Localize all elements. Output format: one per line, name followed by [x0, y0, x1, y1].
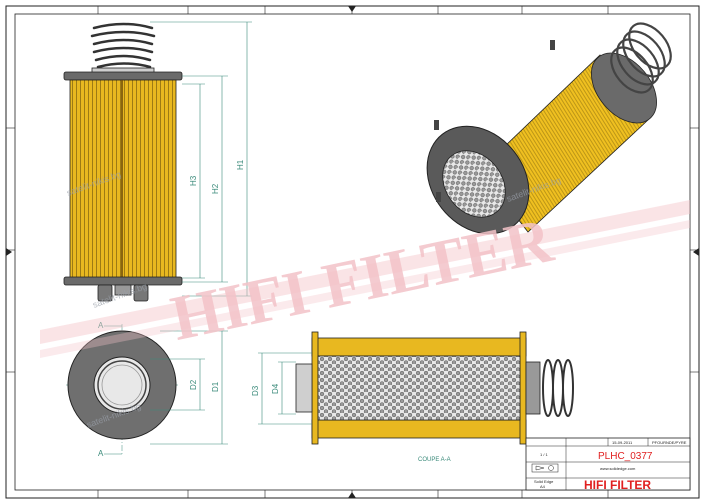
title-block-format: PFOURNDE/PYRE — [652, 440, 687, 445]
title-block-paper-size: A4 — [540, 484, 546, 489]
section-marker-lines — [104, 325, 228, 455]
title-block-sheet: 1 / 1 — [540, 452, 549, 457]
section-marker-top: A — [98, 321, 104, 330]
end-view — [66, 324, 178, 456]
projection-symbol-icon — [535, 465, 554, 471]
dimension-h3: H3 — [189, 175, 198, 186]
title-block-part-code: PLHC_0377 — [598, 451, 653, 462]
title-block-brand: HIFI FILTER — [584, 478, 651, 492]
spring — [90, 22, 156, 69]
dimension-d1: D1 — [211, 381, 220, 392]
title-block-website: www.solidedge.com — [600, 466, 636, 471]
dimension-h2: H2 — [211, 183, 220, 194]
dimension-d4: D4 — [271, 383, 280, 394]
drawing-frame — [5, 5, 700, 499]
section-view — [295, 331, 574, 445]
front-dimensions — [150, 21, 252, 297]
dimension-d2: D2 — [189, 379, 198, 390]
isometric-view — [426, 22, 672, 235]
front-view — [63, 22, 183, 302]
section-dimensions — [258, 352, 312, 425]
dimension-h1: H1 — [236, 159, 245, 170]
title-block: 15-09-2011 PFOURNDE/PYRE 1 / 1 Solid Edg… — [525, 437, 691, 492]
title-block-date: 15-09-2011 — [612, 440, 633, 445]
title-block-software: Solid Edge — [534, 479, 554, 484]
dimension-d3: D3 — [251, 385, 260, 396]
section-marker-bottom: A — [98, 449, 104, 458]
section-label: COUPE A-A — [418, 457, 451, 463]
